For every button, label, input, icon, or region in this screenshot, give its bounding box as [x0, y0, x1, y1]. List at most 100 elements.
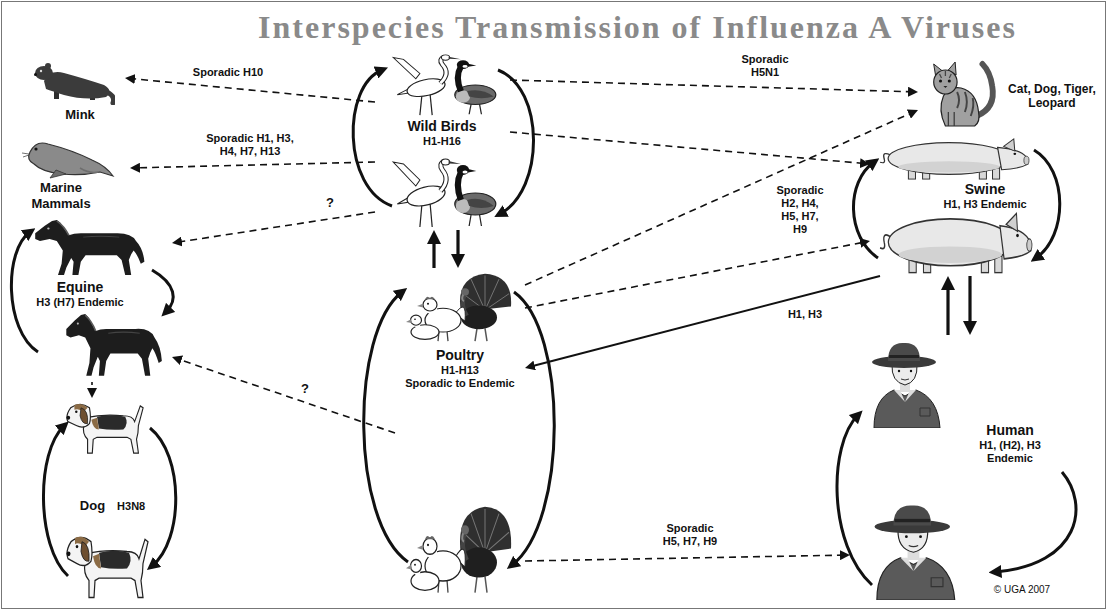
cycle-arrow [837, 415, 872, 585]
subtype-label: H3N8 [117, 500, 145, 513]
transmission-arrow [946, 284, 949, 335]
cycle-arrows [11, 70, 1076, 585]
dog-picture [67, 537, 149, 598]
diagram-title: Interspecies Transmission of Influenza A… [258, 8, 1017, 46]
label-stack: Wild BirdsH1-H16 [392, 118, 492, 148]
label-stack: SwineH1, H3 Endemic [935, 181, 1035, 211]
species-label: Cat, Dog, Tiger, Leopard [1002, 82, 1102, 111]
label-stack: Dog H3N8 [55, 496, 170, 514]
edge-label-holder: Sporadic H5N1 [734, 53, 796, 79]
pig-picture [880, 213, 1032, 272]
species-group: SwineH1, H3 Endemic [870, 136, 1050, 276]
species-group: Marine Mammals [15, 132, 130, 215]
species-group: Cat, Dog, Tiger, Leopard [918, 52, 1106, 132]
label-stack: EquineH3 (H7) Endemic [25, 279, 135, 309]
label-stack: Mink [30, 107, 130, 123]
species-label: Swine [965, 181, 1005, 198]
species-group: Mink [25, 50, 125, 130]
species-group: Wild BirdsH1-H16 [375, 52, 510, 230]
cycle-arrow [995, 472, 1076, 572]
edge-label-holder: Sporadic H1, H3, H4, H7, H13 [200, 132, 300, 158]
cycle-arrow [498, 70, 534, 214]
transmission-arrow [510, 80, 912, 92]
transmission-arrow [525, 112, 913, 285]
label-stack: Marine Mammals [25, 180, 97, 211]
transmission-arrow [456, 230, 459, 260]
dog-picture [66, 404, 143, 453]
edge-label-holder: ? [293, 381, 317, 396]
transmission-label: Sporadic H10 [191, 66, 265, 79]
label-stack: HumanH1, (H2), H3 Endemic [962, 422, 1058, 465]
transmission-label: ? [299, 381, 311, 396]
species-label: Equine [57, 279, 104, 296]
seal-picture [22, 143, 113, 178]
transmission-label: H1, H3 [786, 308, 824, 321]
human-picture [872, 343, 940, 428]
subtype-label: H1-H16 [423, 135, 461, 148]
transmission-arrow [178, 359, 395, 433]
horse-picture [35, 220, 144, 275]
cycle-arrow [152, 270, 173, 312]
poultry-picture [406, 274, 511, 342]
species-label: Marine Mammals [25, 180, 97, 211]
subtype-label: H1, H3 Endemic [943, 198, 1026, 211]
subtype-label: H1-H13 [441, 364, 479, 377]
transmission-label: Sporadic H2, H4, H5, H7, H9 [772, 184, 828, 236]
label-stack: PoultryH1-H13Sporadic to Endemic [395, 347, 525, 390]
subtype-label: Sporadic to Endemic [405, 377, 514, 390]
transmission-arrow [91, 382, 93, 392]
connector-group [92, 79, 970, 561]
human-picture [875, 506, 955, 601]
species-group: PoultryH1-H13Sporadic to Endemic [395, 268, 525, 598]
mink-picture [34, 63, 114, 103]
subtype-label: H1, (H2), H3 Endemic [962, 439, 1058, 465]
transmission-arrow [136, 162, 375, 168]
subtype-label: H3 (H7) Endemic [36, 296, 123, 309]
species-label: Poultry [436, 347, 484, 364]
transmission-arrow [510, 132, 864, 163]
transmission-arrow [968, 276, 971, 327]
cycle-arrow [512, 292, 554, 565]
transmission-label: Sporadic H5, H7, H9 [658, 522, 722, 548]
transmission-label: Sporadic H1, H3, H4, H7, H13 [200, 132, 300, 158]
cycle-arrow [364, 292, 408, 562]
species-label: Wild Birds [407, 118, 476, 135]
note-holder: © UGA 2007 [977, 584, 1067, 596]
cycle-arrow [11, 232, 38, 352]
title-holder: Interspecies Transmission of Influenza A… [185, 8, 1090, 46]
cycle-arrow [1034, 150, 1060, 258]
transmission-arrow [525, 555, 844, 561]
cycle-arrow [43, 426, 68, 576]
transmission-arrow [131, 79, 375, 102]
cycle-arrow [150, 428, 176, 566]
species-group: EquineH3 (H7) Endemic [22, 218, 172, 382]
transmission-arrow [432, 238, 435, 268]
species-label: Dog [80, 498, 105, 514]
horse-picture [66, 314, 162, 376]
transmission-arrow [178, 212, 375, 242]
species-group: HumanH1, (H2), H3 Endemic [850, 335, 1065, 603]
label-stack: Cat, Dog, Tiger, Leopard [1002, 82, 1102, 111]
transmission-label: ? [324, 195, 336, 210]
pig-picture [880, 139, 1029, 179]
edge-label-holder: Sporadic H2, H4, H5, H7, H9 [772, 184, 828, 236]
cycle-arrow [353, 70, 392, 206]
species-label: Mink [65, 107, 95, 123]
poultry-picture [406, 507, 511, 593]
edge-label-holder: Sporadic H5, H7, H9 [658, 522, 722, 548]
transmission-arrow [525, 242, 864, 308]
wild-birds-picture [393, 55, 496, 115]
species-label: Human [986, 422, 1033, 439]
edge-label-holder: H1, H3 [775, 308, 835, 321]
copyright-note: © UGA 2007 [992, 584, 1052, 596]
transmission-arrow [531, 276, 880, 366]
edge-label-holder: ? [318, 195, 342, 210]
transmission-label: Sporadic H5N1 [734, 53, 796, 79]
species-group: Dog H3N8 [55, 398, 170, 605]
edge-label-holder: Sporadic H10 [173, 66, 283, 79]
